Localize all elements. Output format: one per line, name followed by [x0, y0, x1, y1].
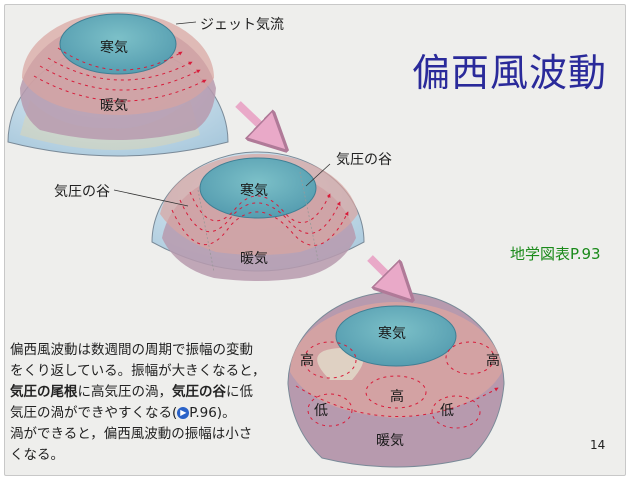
page-link-text[interactable]: P.96	[189, 405, 217, 421]
transition-arrow-2	[367, 255, 408, 296]
trough-left-label: 気圧の谷	[54, 184, 110, 200]
globe-1	[7, 12, 229, 157]
globe3-cold-label: 寒気	[378, 326, 406, 342]
caption-text: 偏西風波動は数週間の周期で振幅の変動 をくり返している。振幅が大きくなると， 気…	[10, 340, 300, 466]
ridge-term: 気圧の尾根	[10, 384, 78, 400]
high-pressure-left: 高	[300, 353, 314, 369]
page-link-icon: ▶	[177, 407, 190, 419]
page-number: 14	[590, 438, 606, 452]
high-pressure-center: 高	[390, 389, 404, 405]
jet-stream-arrows-3	[295, 341, 499, 429]
caption-line-3: 気圧の尾根に高気圧の渦，気圧の谷に低	[10, 384, 253, 400]
slide-title: 偏西風波動	[412, 51, 608, 95]
caption-line-5: 渦ができると，偏西風波動の振幅は小さ	[10, 426, 253, 442]
globe-3	[287, 291, 505, 468]
jet-stream-arrows-1	[33, 47, 207, 102]
textbook-reference: 地学図表P.93	[510, 245, 601, 263]
transition-arrow-1	[235, 101, 282, 146]
globe1-cold-label: 寒気	[100, 40, 128, 56]
globe-2	[151, 151, 365, 281]
globe2-cold-label: 寒気	[240, 183, 268, 199]
globe1-warm-label: 暖気	[100, 98, 128, 114]
trough-right-label: 気圧の谷	[336, 152, 392, 168]
caption-line-4: 気圧の渦ができやすくなる(▶P.96)。	[10, 405, 236, 421]
low-pressure-right: 低	[440, 403, 454, 419]
high-pressure-right: 高	[486, 353, 500, 369]
trough-term: 気圧の谷	[172, 384, 226, 400]
caption-line-6: くなる。	[10, 447, 64, 463]
globe3-warm-label: 暖気	[376, 433, 404, 449]
low-pressure-left: 低	[314, 403, 328, 419]
caption-line-1: 偏西風波動は数週間の周期で振幅の変動	[10, 342, 253, 358]
globe2-warm-label: 暖気	[240, 251, 268, 267]
jet-stream-arrows-2	[171, 191, 349, 246]
caption-line-2: をくり返している。振幅が大きくなると，	[10, 363, 266, 379]
jet-stream-label: ジェット気流	[200, 17, 284, 33]
